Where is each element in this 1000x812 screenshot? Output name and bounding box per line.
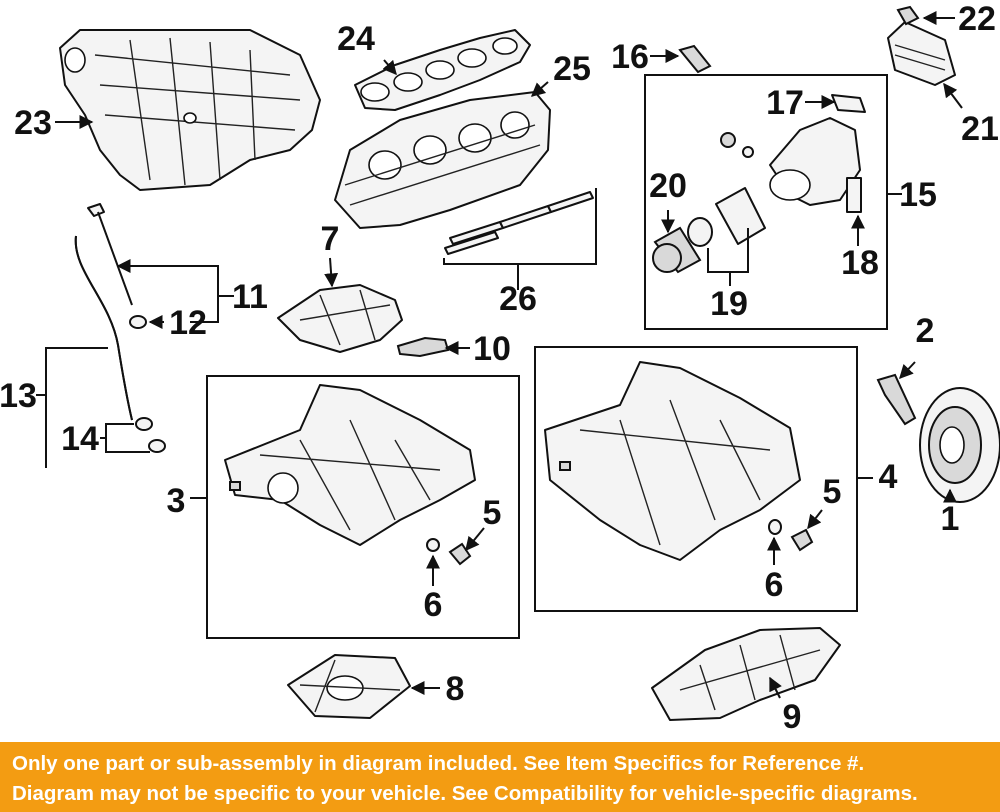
callout-5b: 5 xyxy=(823,473,842,511)
callout-26: 26 xyxy=(499,280,537,318)
oil-cooler-part xyxy=(887,5,956,86)
lower-intake-part xyxy=(334,91,551,229)
crankshaft-pulley-part xyxy=(876,373,1000,503)
callout-7: 7 xyxy=(321,220,340,258)
callout-16: 16 xyxy=(611,38,649,76)
callout-14: 14 xyxy=(61,420,99,458)
disclaimer-banner: Only one part or sub-assembly in diagram… xyxy=(0,742,1000,812)
exploded-parts-diagram: 1 2 3 4 5 5 6 6 7 8 9 10 11 12 13 14 15 … xyxy=(0,0,1000,736)
leader-lines xyxy=(36,11,963,699)
callout-5a: 5 xyxy=(483,494,502,532)
callout-18: 18 xyxy=(841,244,879,282)
callout-17: 17 xyxy=(766,84,804,122)
callout-22: 22 xyxy=(958,0,996,38)
bracket-part xyxy=(396,336,450,358)
group-box-oil-filter-15 xyxy=(644,74,888,330)
callout-19: 19 xyxy=(710,285,748,323)
oil-pan-fasteners-part xyxy=(426,519,814,566)
bolt-part-16 xyxy=(678,44,712,74)
oil-pan-lower-part xyxy=(287,654,411,719)
windage-tray-part xyxy=(651,627,841,721)
callout-9: 9 xyxy=(783,698,802,736)
oil-pan-upper-alt-part xyxy=(544,361,801,561)
disclaimer-line-1: Only one part or sub-assembly in diagram… xyxy=(12,752,865,775)
callout-23: 23 xyxy=(14,104,52,142)
intake-manifold-part xyxy=(59,29,321,191)
callout-25: 25 xyxy=(553,50,591,88)
callout-20: 20 xyxy=(649,167,687,205)
disclaimer-line-2: Diagram may not be specific to your vehi… xyxy=(12,782,918,805)
callout-6b: 6 xyxy=(765,566,784,604)
group-box-oil-pan-3 xyxy=(206,375,520,639)
intake-gasket-part xyxy=(354,29,531,111)
oil-baffle-part xyxy=(277,284,403,353)
callout-10: 10 xyxy=(473,330,511,368)
oil-pan-upper-part xyxy=(224,384,476,546)
callout-24: 24 xyxy=(337,20,375,58)
dipstick-assembly-part xyxy=(74,203,166,453)
callout-21: 21 xyxy=(961,110,999,148)
intake-seals-part xyxy=(444,191,594,255)
callout-11: 11 xyxy=(232,278,268,316)
callout-13: 13 xyxy=(0,377,37,415)
callout-3: 3 xyxy=(167,482,186,520)
callout-12: 12 xyxy=(169,304,207,342)
callout-8: 8 xyxy=(446,670,465,708)
callout-4: 4 xyxy=(879,458,898,496)
oil-filter-assembly-part xyxy=(652,94,866,274)
callout-labels: 1 2 3 4 5 5 6 6 7 8 9 10 11 12 13 14 15 … xyxy=(0,0,999,736)
callout-6a: 6 xyxy=(424,586,443,624)
callout-1: 1 xyxy=(941,500,960,538)
callout-2: 2 xyxy=(916,312,935,350)
callout-15: 15 xyxy=(899,176,937,214)
